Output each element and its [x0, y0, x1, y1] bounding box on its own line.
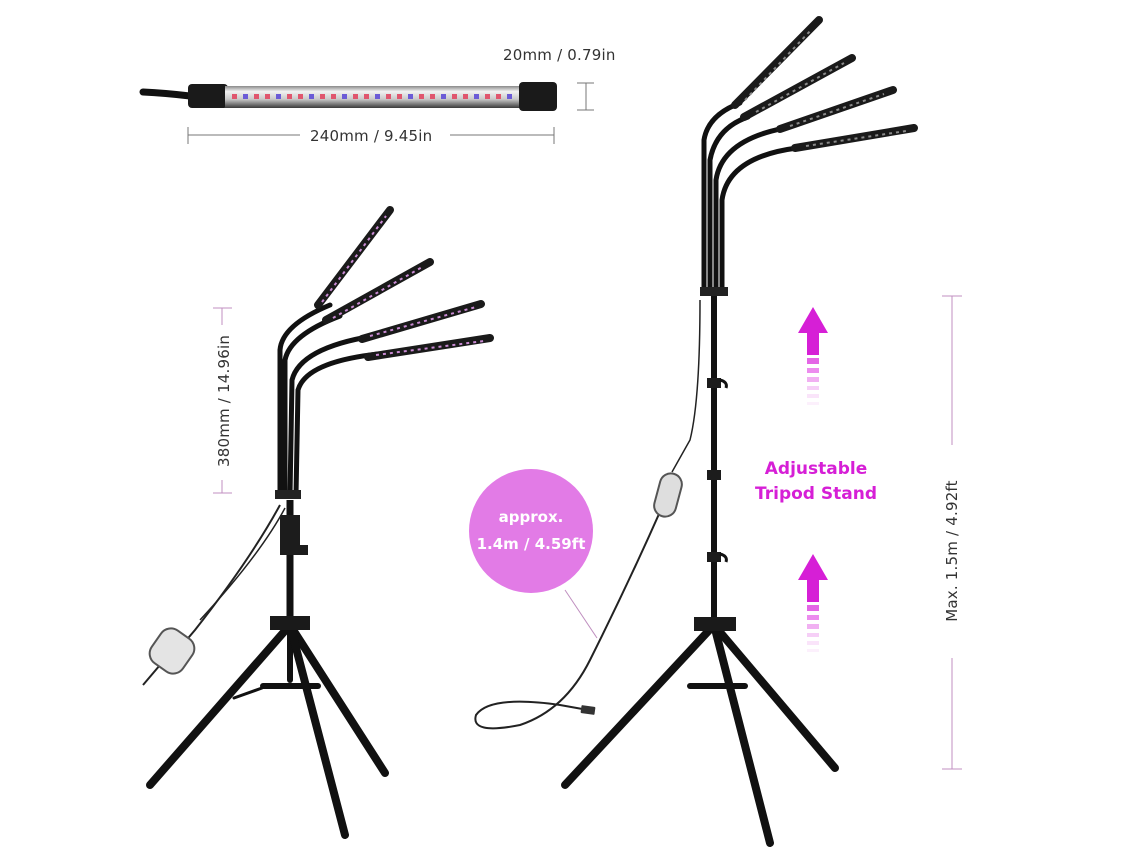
- led-dot: [364, 94, 369, 99]
- cable-length-bubble: approx. 1.4m / 4.59ft: [469, 469, 593, 593]
- max-height-dimension: [942, 295, 962, 770]
- left-bars: [314, 206, 494, 361]
- bar-length-dimension: [187, 127, 555, 144]
- led-dot: [353, 94, 358, 99]
- led-dot: [507, 94, 512, 99]
- led-dot: [298, 94, 303, 99]
- bubble-pointer: [564, 589, 598, 639]
- led-dot: [452, 94, 457, 99]
- led-dot: [342, 94, 347, 99]
- gooseneck-dimension: [213, 307, 232, 494]
- led-dot: [232, 94, 237, 99]
- led-dot: [331, 94, 336, 99]
- light-bar-closeup: [139, 82, 557, 111]
- led-dot: [419, 94, 424, 99]
- bar-diameter-dimension: [577, 82, 594, 111]
- led-dot: [265, 94, 270, 99]
- bar-diameter-label: 20mm / 0.79in: [503, 46, 616, 64]
- led-dot: [320, 94, 325, 99]
- led-dot: [397, 94, 402, 99]
- led-dot: [276, 94, 281, 99]
- led-dot: [430, 94, 435, 99]
- led-dot: [375, 94, 380, 99]
- led-dot: [254, 94, 259, 99]
- led-dot: [463, 94, 468, 99]
- led-dot: [408, 94, 413, 99]
- feature-label-line1: Adjustable: [764, 459, 868, 479]
- right-grow-lamp: [474, 16, 918, 847]
- up-arrow-icon: [798, 554, 828, 652]
- led-dot: [485, 94, 490, 99]
- led-row: [232, 94, 512, 99]
- bar-length-label: 240mm / 9.45in: [310, 127, 433, 145]
- feature-label-line2: Tripod Stand: [755, 484, 877, 504]
- led-dot: [243, 94, 248, 99]
- led-dot: [474, 94, 479, 99]
- max-height-label: Max. 1.5m / 4.92ft: [943, 480, 961, 622]
- cable-length-line1: approx.: [498, 508, 564, 526]
- up-arrow-icon: [798, 307, 828, 405]
- feature-label: Adjustable Tripod Stand: [740, 457, 892, 507]
- gooseneck-length-label: 380mm / 14.96in: [215, 334, 233, 468]
- led-dot: [386, 94, 391, 99]
- cable-length-line2: 1.4m / 4.59ft: [476, 535, 586, 553]
- left-grow-lamp: [142, 206, 494, 839]
- led-dot: [441, 94, 446, 99]
- led-dot: [496, 94, 501, 99]
- led-dot: [309, 94, 314, 99]
- led-dot: [287, 94, 292, 99]
- right-bars: [731, 16, 918, 152]
